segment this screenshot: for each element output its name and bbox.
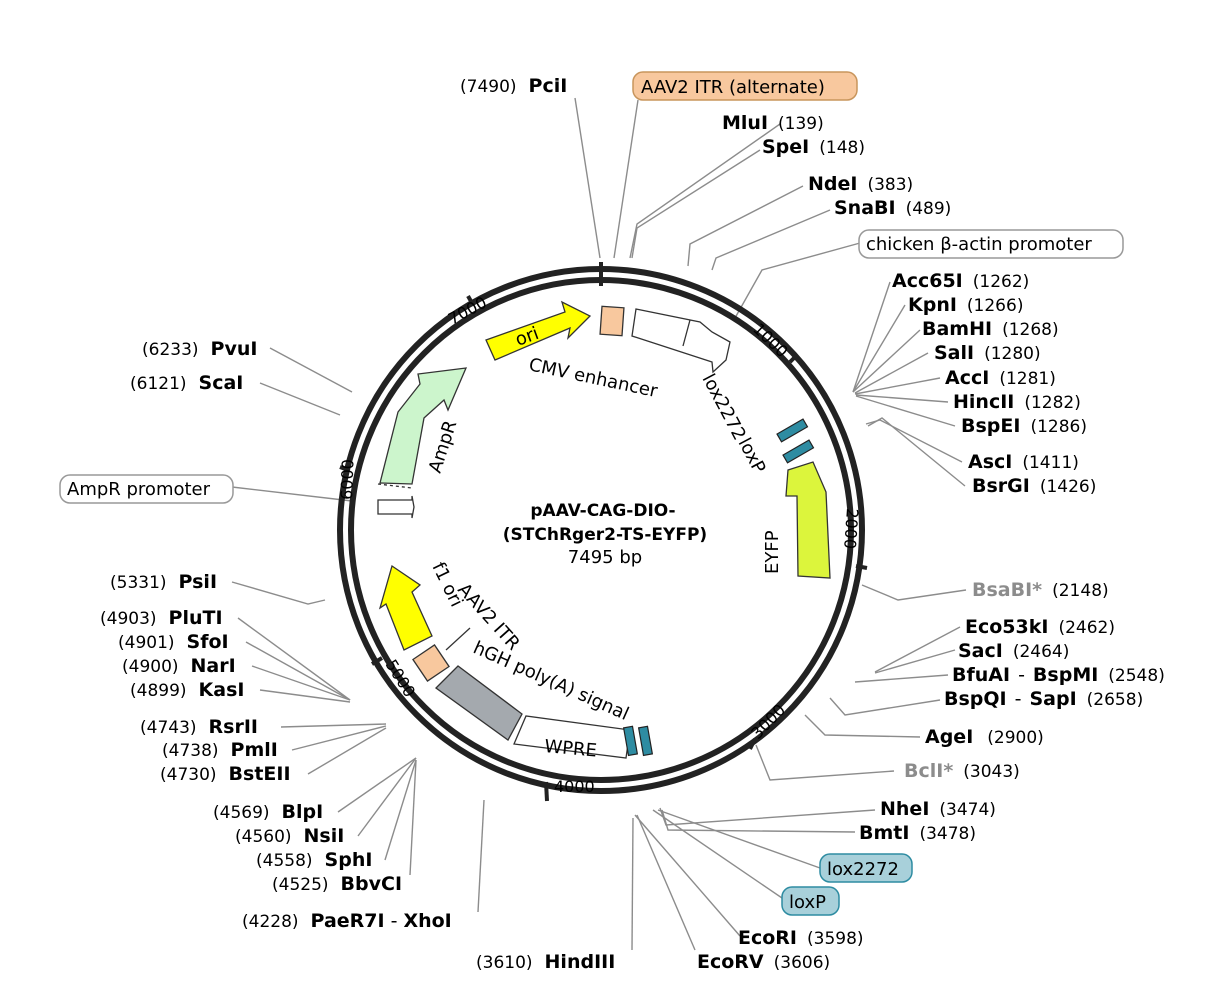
feature-lox-sites-bottom[interactable] [622, 725, 654, 757]
site-sfoi[interactable]: (4901)SfoI [118, 631, 229, 653]
tick-4000: 4000 [554, 777, 595, 796]
feature-eyfp-label: EYFP [762, 530, 783, 574]
tick-2000: 2000 [840, 508, 862, 550]
feature-loxp-label: loxP [734, 434, 770, 477]
feature-eyfp[interactable]: EYFP [762, 461, 831, 579]
site-bbvci[interactable]: (4525)BbvCI [272, 873, 402, 895]
feature-f1ori-label: f1 ori [428, 559, 467, 610]
callout-chicken-actin-label: chicken β-actin promoter [866, 234, 1092, 255]
site-ecorv[interactable]: EcoRV(3606) [697, 951, 830, 973]
site-nhei[interactable]: NheI(3474) [880, 798, 996, 820]
tick-6000: 6000 [337, 459, 357, 500]
feature-ampr-label: AmpR [425, 418, 462, 476]
site-bsabi[interactable]: BsaBI*(2148) [972, 579, 1109, 601]
site-pcii[interactable]: (7490)PciI [460, 75, 567, 97]
site-acci[interactable]: AccI(1281) [945, 367, 1056, 389]
site-mlui[interactable]: MluI(139) [722, 112, 824, 134]
site-bmti[interactable]: BmtI(3478) [859, 822, 976, 844]
feature-ampr-promoter[interactable] [377, 495, 415, 519]
site-rsrii[interactable]: (4743)RsrII [140, 716, 258, 738]
plasmid-name-line1: pAAV-CAG-DIO- [530, 501, 675, 521]
site-saci[interactable]: SacI(2464) [958, 640, 1069, 662]
site-psii[interactable]: (5331)PsiI [110, 571, 217, 593]
leader-lines [231, 97, 967, 951]
site-kasi[interactable]: (4899)KasI [130, 679, 244, 701]
site-scai[interactable]: (6121)ScaI [130, 372, 243, 394]
callout-chicken-actin-promoter[interactable]: chicken β-actin promoter [858, 229, 1124, 259]
callout-aav2-itr-alternate-label: AAV2 ITR (alternate) [641, 77, 825, 98]
callout-loxp-label: loxP [789, 892, 826, 913]
site-bsteii[interactable]: (4730)BstEII [160, 763, 291, 785]
feature-wpre[interactable]: WPRE [513, 715, 631, 762]
feature-lox2272-label: lox2272 [698, 370, 750, 443]
scale-ticks [339, 262, 868, 802]
site-sali[interactable]: SalI(1280) [934, 342, 1041, 364]
site-nsii[interactable]: (4560)NsiI [235, 825, 344, 847]
site-blpi[interactable]: (4569)BlpI [213, 801, 323, 823]
restriction-sites: (7490)PciI MluI(139) SpeI(148) NdeI(383)… [100, 75, 1165, 973]
site-bcli[interactable]: BclI*(3043) [904, 760, 1020, 782]
site-ecori[interactable]: EcoRI(3598) [738, 927, 864, 949]
plasmid-name-line2: (STChRger2-TS-EYFP) [503, 525, 707, 545]
callout-lox2272-label: lox2272 [827, 859, 899, 880]
site-pluti[interactable]: (4903)PluTI [100, 607, 223, 629]
feature-ori[interactable]: ori [485, 300, 592, 361]
site-asci[interactable]: AscI(1411) [968, 451, 1079, 473]
callout-ampr-promoter[interactable]: AmpR promoter [59, 474, 234, 504]
site-acc65i[interactable]: Acc65I(1262) [892, 270, 1029, 292]
site-sphi[interactable]: (4558)SphI [256, 849, 372, 871]
tick-3000: 3000 [747, 700, 789, 742]
site-bsrgi[interactable]: BsrGI(1426) [972, 475, 1096, 497]
site-bspqi-sapi[interactable]: BspQI-SapI(2658) [944, 688, 1143, 710]
site-pvui[interactable]: (6233)PvuI [142, 338, 257, 360]
site-paer7i-xhoi[interactable]: (4228)PaeR7I-XhoI [242, 910, 452, 932]
plasmid-title: pAAV-CAG-DIO- (STChRger2-TS-EYFP) 7495 b… [503, 501, 707, 568]
callout-aav2-itr-alternate[interactable]: AAV2 ITR (alternate) [632, 71, 858, 101]
feature-wpre-label: WPRE [544, 736, 598, 761]
feature-cmv-label: CMV enhancer [527, 354, 660, 402]
site-nari[interactable]: (4900)NarI [122, 655, 236, 677]
site-bamhi[interactable]: BamHI(1268) [922, 318, 1059, 340]
site-bspei[interactable]: BspEI(1286) [961, 415, 1087, 437]
site-ndei[interactable]: NdeI(383) [808, 173, 913, 195]
site-hindiii[interactable]: (3610)HindIII [476, 951, 615, 973]
plasmid-length: 7495 bp [568, 547, 642, 568]
feature-f1-ori[interactable]: f1 ori [378, 559, 467, 651]
site-hincii[interactable]: HincII(1282) [953, 391, 1081, 413]
site-spei[interactable]: SpeI(148) [762, 136, 865, 158]
callout-loxp[interactable]: loxP [781, 886, 840, 916]
site-pmli[interactable]: (4738)PmlI [162, 739, 278, 761]
callout-lox2272[interactable]: lox2272 [819, 853, 913, 883]
callout-ampr-promoter-label: AmpR promoter [67, 479, 211, 500]
feature-ampr[interactable]: AmpR [377, 367, 468, 489]
feature-aav2-itr-top[interactable] [599, 305, 625, 337]
site-agei[interactable]: AgeI(2900) [925, 726, 1044, 748]
tick-1000: 1000 [749, 319, 791, 361]
site-snabi[interactable]: SnaBI(489) [834, 197, 951, 219]
site-bfuai-bspmi[interactable]: BfuAI-BspMI(2548) [952, 664, 1165, 686]
site-eco53ki[interactable]: Eco53kI(2462) [965, 616, 1115, 638]
feature-lox-sites-top[interactable]: lox2272 loxP [698, 370, 815, 477]
site-kpni[interactable]: KpnI(1266) [908, 294, 1023, 316]
